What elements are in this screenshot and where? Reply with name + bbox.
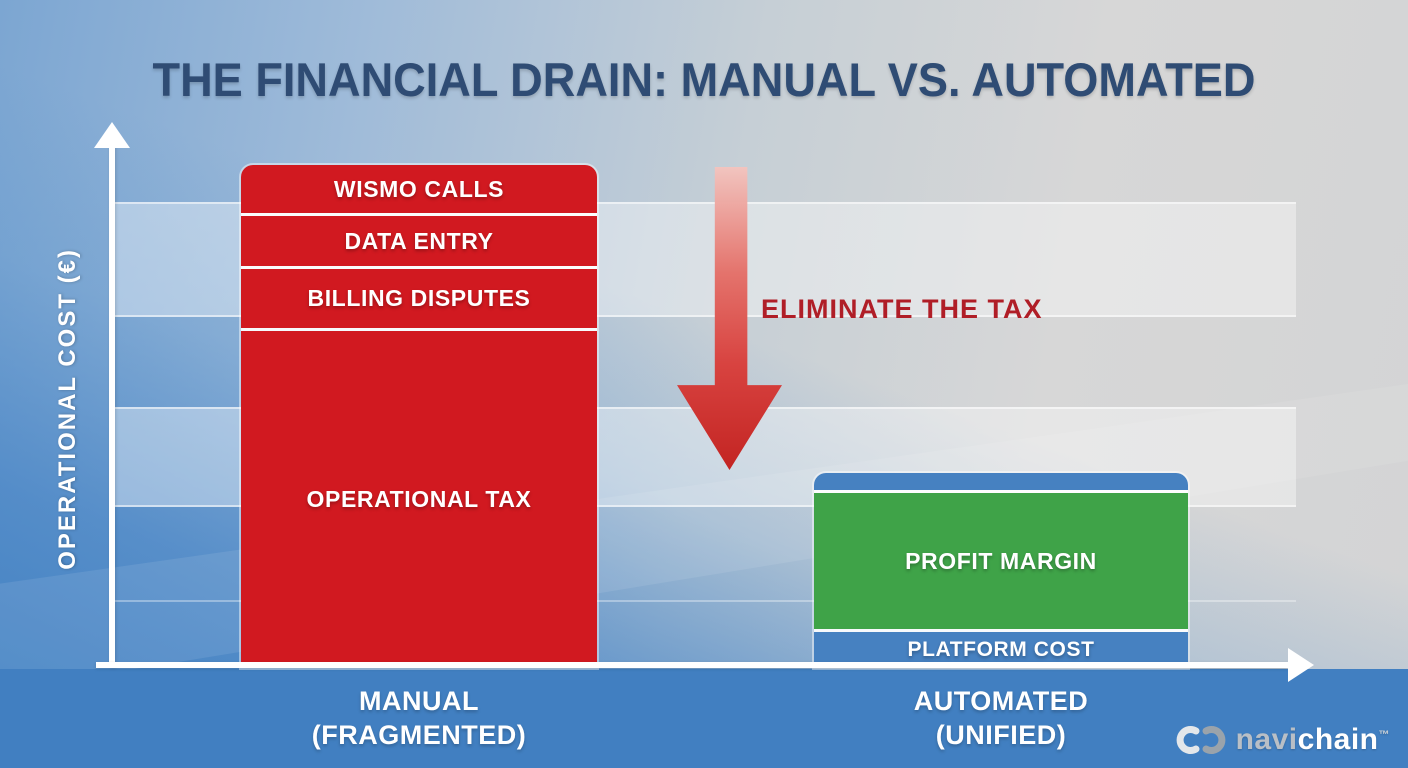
page-title: THE FINANCIAL DRAIN: MANUAL VS. AUTOMATE… <box>152 53 1256 106</box>
segment-label: OPERATIONAL TAX <box>306 486 532 512</box>
brand-navi: navi <box>1235 723 1298 756</box>
bar-segment-profit-margin: PROFIT MARGIN <box>814 493 1188 629</box>
brand-wordmark: navichain™ <box>1236 723 1390 757</box>
manual-bar: WISMO CALLS DATA ENTRY BILLING DISPUTES … <box>241 165 597 668</box>
brand-chain: chain <box>1297 723 1379 756</box>
category-label-line: (FRAGMENTED) <box>311 720 527 750</box>
y-axis <box>109 146 115 668</box>
bar-segment-operational-tax: OPERATIONAL TAX <box>241 331 597 668</box>
bar-segment-data-entry: DATA ENTRY <box>241 216 597 266</box>
category-label-line: MANUAL <box>359 686 479 716</box>
category-label-line: AUTOMATED <box>913 686 1089 716</box>
category-label-manual: MANUAL (FRAGMENTED) <box>241 684 597 752</box>
segment-label: DATA ENTRY <box>344 227 494 254</box>
x-axis <box>96 662 1288 668</box>
y-axis-label-wrap: OPERATIONAL COST (€) <box>54 150 82 668</box>
segment-label: WISMO CALLS <box>333 175 505 202</box>
bar-segment-wismo-calls: WISMO CALLS <box>241 165 597 213</box>
y-axis-arrowhead-icon <box>94 122 130 148</box>
brand-trademark: ™ <box>1378 729 1390 741</box>
segment-label: PROFIT MARGIN <box>905 547 1097 574</box>
background-bottom-strip <box>0 669 1408 768</box>
bar-segment-billing-disputes: BILLING DISPUTES <box>241 269 597 328</box>
automated-bar: PROFIT MARGIN PLATFORM COST <box>814 473 1188 668</box>
category-label-line: (UNIFIED) <box>935 720 1067 750</box>
segment-label: BILLING DISPUTES <box>307 285 531 311</box>
navichain-logo: navichain™ <box>1173 722 1390 758</box>
x-axis-arrowhead-icon <box>1288 648 1314 682</box>
chain-link-icon <box>1176 726 1225 754</box>
grid-hairline <box>112 600 1296 602</box>
segment-label: PLATFORM COST <box>907 638 1095 661</box>
bar-segment-top-cap <box>814 473 1188 490</box>
category-label-automated: AUTOMATED (UNIFIED) <box>814 684 1188 752</box>
eliminate-the-tax-annotation: ELIMINATE THE TAX <box>761 294 1043 324</box>
y-axis-label: OPERATIONAL COST (€) <box>54 248 81 570</box>
